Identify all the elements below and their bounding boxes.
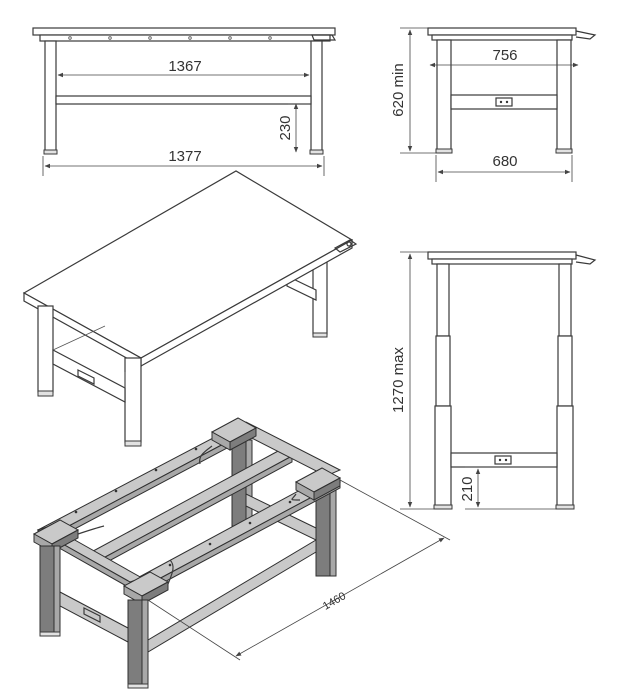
dim-1367: 1367 — [168, 58, 201, 75]
front-view-right-leg — [310, 40, 323, 152]
perspective-table — [22, 170, 358, 447]
front-view: 1367 230 1377 — [32, 27, 337, 176]
dim-680: 680 — [492, 153, 517, 170]
side-min-handle-icon — [575, 30, 597, 40]
front-view-left-leg — [44, 40, 57, 152]
dim-756: 756 — [492, 47, 517, 64]
frame-switch-icon — [83, 607, 101, 623]
side-view-max: 1270 max 210 — [390, 251, 597, 510]
side-min-tabletop — [427, 27, 577, 36]
side-max-handle-icon — [575, 254, 597, 265]
side-max-switch-icon — [494, 455, 512, 465]
dim-1377: 1377 — [168, 148, 201, 165]
side-max-tabletop — [427, 251, 577, 260]
dim-620-min: 620 min — [390, 63, 407, 116]
perspective-handle-icon — [333, 239, 358, 253]
side-view-min: 756 680 620 min — [390, 27, 597, 182]
perspective-frame: 1460 — [32, 417, 451, 689]
perspective-tabletop — [22, 170, 354, 359]
perspective-switch-icon — [77, 369, 95, 385]
power-switch-icon — [495, 97, 513, 107]
dim-1270-max: 1270 max — [390, 347, 407, 413]
control-handle-icon — [311, 34, 337, 41]
frame-back-rail — [36, 427, 248, 537]
front-view-tabletop — [32, 27, 336, 36]
front-view-crossbar — [55, 95, 312, 105]
cable-icon — [199, 445, 213, 465]
dim-1460: 1460 — [321, 590, 348, 613]
dim-210: 210 — [459, 476, 476, 501]
dim-230: 230 — [277, 115, 294, 140]
